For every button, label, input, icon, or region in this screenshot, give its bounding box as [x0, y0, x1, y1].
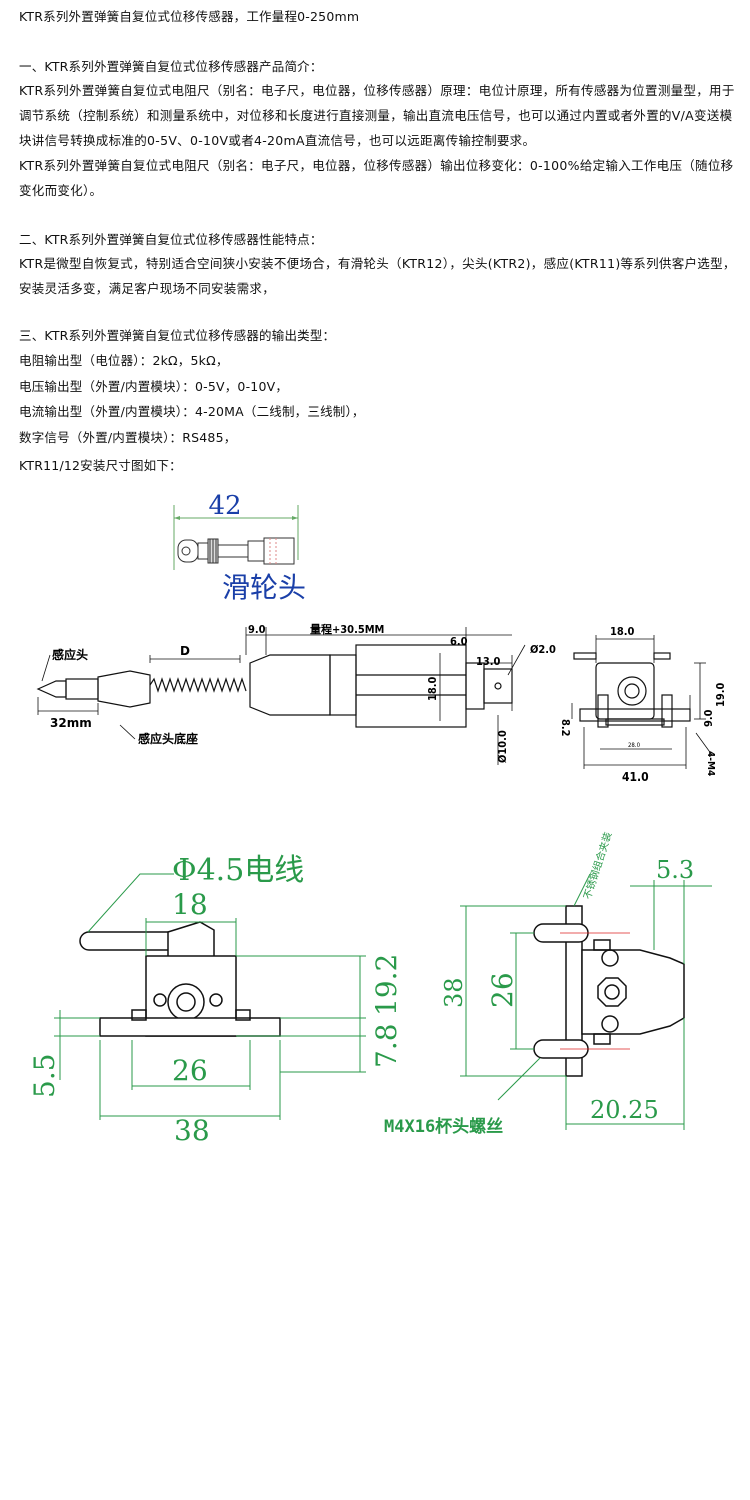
- sensing-head-label: 感应头: [52, 647, 88, 662]
- pulley-head-diagram: 42 滑轮头: [173, 491, 306, 604]
- mount-side-view-diagram: 不锈钢组合夹装 5.3 38 26 20.25 M4X16杯头螺丝: [384, 830, 712, 1137]
- side-dim-26: 26: [486, 972, 519, 1008]
- screw-spec-label: M4X16杯头螺丝: [384, 1116, 503, 1137]
- front-dim-38: 38: [174, 1114, 210, 1147]
- side-dim-20-25: 20.25: [590, 1096, 659, 1124]
- front-dim-18: 18: [172, 888, 208, 921]
- dim-6: 6.0: [450, 635, 468, 648]
- mount-front-view-diagram: Φ4.5电线 18 19.2 26 7.8 5.5 38: [28, 853, 403, 1147]
- output-type-digital: 数字信号（外置/内置模块）：RS485，: [19, 430, 237, 445]
- wire-diameter-dim: Φ4.5电线: [172, 853, 304, 888]
- end-dim-19: 19.0: [714, 682, 727, 707]
- end-dim-28: 28.0: [628, 742, 641, 749]
- section2-paragraph: KTR是微型自恢复式，特别适合空间狭小安装不便场合，有滑轮头（KTR12），尖头…: [19, 256, 736, 296]
- output-type-voltage: 电压输出型（外置/内置模块）：0-5V，0-10V，: [19, 379, 289, 394]
- dim-range: 量程+30.5MM: [310, 622, 384, 636]
- front-dim-7-8: 7.8: [370, 1023, 403, 1068]
- section2-heading: 二、KTR系列外置弹簧自复位式位移传感器性能特点：: [19, 232, 323, 247]
- page-title: KTR系列外置弹簧自复位式位移传感器，工作量程0-250mm: [19, 9, 360, 24]
- sensor-side-view-diagram: 9.0 量程+30.5MM 6.0 Ø2.0 13.0 18.0 Ø10.0 感…: [36, 622, 556, 765]
- dimension-intro: KTR11/12安装尺寸图如下：: [19, 458, 182, 473]
- sensor-end-view-diagram: 18.0 19.0 9.0 8.2 28.0 41.0 4-M4: [559, 625, 727, 784]
- dim-18: 18.0: [426, 676, 439, 701]
- pulley-width-dim: 42: [208, 491, 241, 521]
- front-dim-5-5: 5.5: [28, 1053, 61, 1098]
- dim-9: 9.0: [248, 623, 266, 636]
- end-dim-41: 41.0: [622, 770, 649, 784]
- output-type-resistance: 电阻输出型（电位器）：2kΩ，5kΩ，: [19, 353, 229, 368]
- output-type-current: 电流输出型（外置/内置模块）：4-20MA（二线制，三线制），: [19, 404, 365, 419]
- end-dim-9: 9.0: [702, 709, 715, 727]
- sensing-head-base-label: 感应头底座: [138, 731, 198, 746]
- stainless-clamp-note: 不锈钢组合夹装: [580, 830, 614, 901]
- dim-D: D: [180, 644, 190, 658]
- end-dim-18: 18.0: [610, 625, 635, 638]
- dim-phi2: Ø2.0: [530, 643, 556, 656]
- dim-32mm: 32mm: [50, 716, 92, 730]
- front-dim-19-2: 19.2: [370, 954, 403, 1016]
- section3-heading: 三、KTR系列外置弹簧自复位式位移传感器的输出类型：: [19, 328, 336, 343]
- end-dim-4-m4: 4-M4: [705, 751, 716, 776]
- section1-paragraph2: KTR系列外置弹簧自复位式电阻尺（别名：电子尺，电位器，位移传感器）输出位移变化…: [19, 158, 734, 198]
- front-dim-26: 26: [172, 1054, 208, 1087]
- section1-heading: 一、KTR系列外置弹簧自复位式位移传感器产品简介：: [19, 59, 323, 74]
- dim-13: 13.0: [476, 655, 501, 668]
- section1-paragraph1: KTR系列外置弹簧自复位式电阻尺（别名：电子尺，电位器，位移传感器）原理：电位计…: [19, 83, 735, 148]
- side-dim-38: 38: [440, 977, 468, 1008]
- end-dim-8-2: 8.2: [559, 719, 572, 737]
- side-dim-5-3: 5.3: [656, 856, 694, 884]
- dim-phi10: Ø10.0: [496, 730, 509, 763]
- pulley-head-label: 滑轮头: [222, 571, 306, 604]
